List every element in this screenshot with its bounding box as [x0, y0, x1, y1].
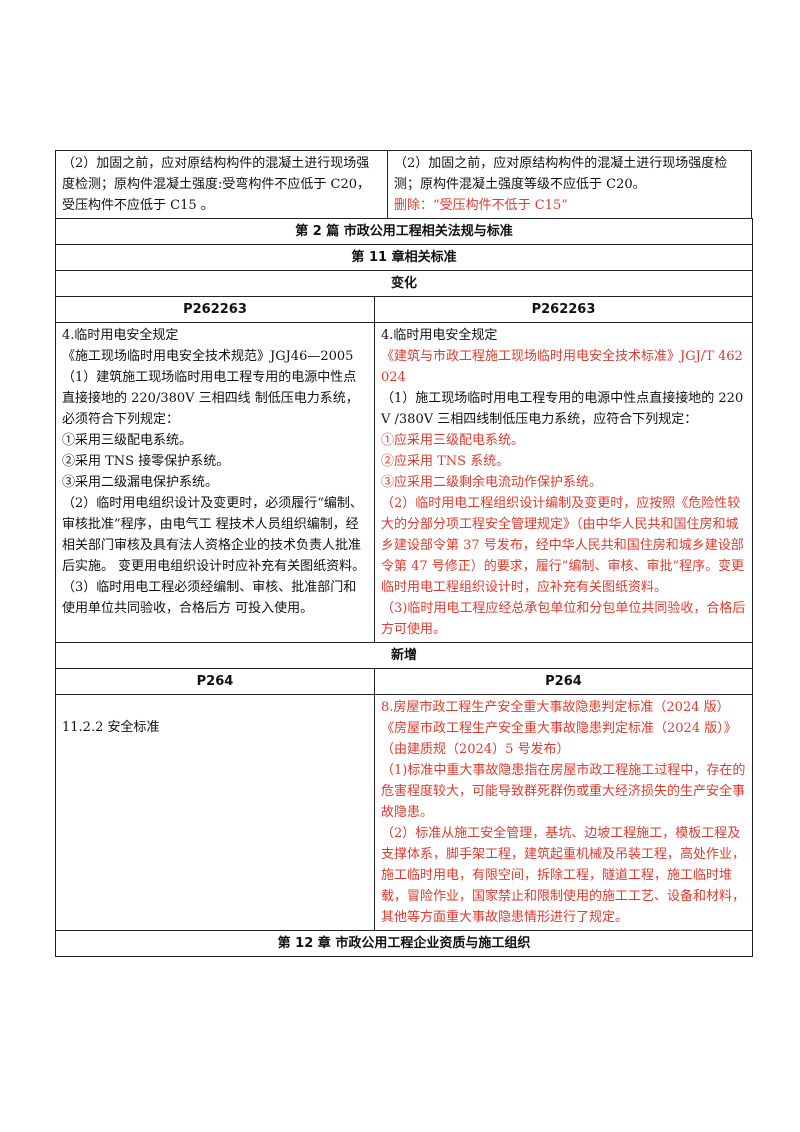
change-left-line: ②采用 TNS 接零保护系统。 [62, 454, 230, 469]
part-title: 第 2 篇 市政公用工程相关法规与标准 [55, 218, 753, 245]
page-ref-new-right: P264 [374, 668, 753, 695]
chapter-11-title: 第 11 章相关标准 [55, 244, 753, 271]
top-right-deleted-note: 删除：“受压构件不低于 C15” [394, 198, 568, 213]
new-right-line: 《房屋市政工程生产安全重大事故隐患判定标准（2024 版）》（由建质规（2024… [381, 721, 737, 757]
table-row: 新增 [55, 642, 753, 669]
change-left-line: （1）建筑施工现场临时用电工程专用的电源中性点直接接地的 220/380V 三相… [62, 370, 359, 427]
new-right-line: 8.房屋市政工程生产安全重大事故隐患判定标准（2024 版） [381, 700, 730, 715]
change-right-line: （2）临时用电工程组织设计编制及变更时，应按照《危险性较大的分部分项工程安全管理… [381, 496, 745, 595]
top-left-cell: （2）加固之前，应对原结构构件的混凝土进行现场强度检测；原构件混凝土强度:受弯构… [55, 150, 388, 219]
change-right-line: （3)临时用电工程应经总承包单位和分包单位共同验收，合格后方可使用。 [381, 601, 746, 637]
new-left-text: 11.2.2 安全标准 [62, 720, 160, 735]
table-row: 第 12 章 市政公用工程企业资质与施工组织 [55, 930, 753, 957]
change-right-line: ③应采用二级剩余电流动作保护系统。 [381, 475, 603, 490]
table-row: 4.临时用电安全规定 《施工现场临时用电安全技术规范》JGJ46—2005 （1… [55, 322, 753, 643]
page-ref-new-left: P264 [55, 668, 375, 695]
change-left-line: ③采用二级漏电保护系统。 [62, 475, 219, 490]
table-row: 变化 [55, 270, 753, 297]
table-row: P262263 P262263 [55, 296, 753, 323]
change-left-line: ①采用三级配电系统。 [62, 433, 193, 448]
change-right-line: 4.临时用电安全规定 [381, 328, 498, 343]
page-ref-change-right: P262263 [374, 296, 753, 323]
change-right-line: ②应采用 TNS 系统。 [381, 454, 510, 469]
change-right-line: ①应采用三级配电系统。 [381, 433, 525, 448]
new-right-line: （2）标准从施工安全管理，基坑、边坡工程施工，模板工程及支撑体系，脚手架工程，建… [381, 826, 746, 925]
top-right-text: （2）加固之前，应对原结构构件的混凝土进行现场强度检测；原构件混凝土强度等级不应… [394, 156, 728, 192]
change-section-label: 变化 [55, 270, 753, 297]
new-right-line: （1)标准中重大事故隐患指在房屋市政工程施工过程中，存在的危害程度较大，可能导致… [381, 763, 746, 820]
new-section-label: 新增 [55, 642, 753, 669]
document-page: （2）加固之前，应对原结构构件的混凝土进行现场强度检测；原构件混凝土强度:受弯构… [55, 150, 753, 957]
change-left-cell: 4.临时用电安全规定 《施工现场临时用电安全技术规范》JGJ46—2005 （1… [55, 322, 375, 643]
table-row: 第 11 章相关标准 [55, 244, 753, 271]
top-right-cell: （2）加固之前，应对原结构构件的混凝土进行现场强度检测；原构件混凝土强度等级不应… [387, 150, 752, 219]
table-row: 第 2 篇 市政公用工程相关法规与标准 [55, 218, 753, 245]
new-left-cell: 11.2.2 安全标准 [55, 694, 375, 931]
page-ref-change-left: P262263 [55, 296, 375, 323]
new-right-cell: 8.房屋市政工程生产安全重大事故隐患判定标准（2024 版） 《房屋市政工程生产… [374, 694, 753, 931]
change-right-line: （1）施工现场临时用电工程专用的电源中性点直接接地的 220V /380V 三相… [381, 391, 744, 427]
table-row: P264 P264 [55, 668, 753, 695]
change-left-line: （3）临时用电工程必须经编制、审核、批准部门和使用单位共同验收，合格后方 可投入… [62, 580, 357, 616]
table-row: （2）加固之前，应对原结构构件的混凝土进行现场强度检测；原构件混凝土强度:受弯构… [55, 150, 752, 219]
table-row: 11.2.2 安全标准 8.房屋市政工程生产安全重大事故隐患判定标准（2024 … [55, 694, 753, 931]
change-left-line: （2）临时用电组织设计及变更时，必须履行“编制、审核批准”程序，由电气工 程技术… [62, 496, 366, 574]
main-comparison-table: 第 2 篇 市政公用工程相关法规与标准 第 11 章相关标准 变化 P26226… [55, 218, 753, 957]
change-left-line: 4.临时用电安全规定 [62, 328, 179, 343]
change-right-line: 《建筑与市政工程施工现场临时用电安全技术标准》JGJ/T 462024 [381, 349, 743, 385]
chapter-12-title: 第 12 章 市政公用工程企业资质与施工组织 [55, 930, 753, 957]
top-comparison-table: （2）加固之前，应对原结构构件的混凝土进行现场强度检测；原构件混凝土强度:受弯构… [55, 150, 752, 219]
change-left-line: 《施工现场临时用电安全技术规范》JGJ46—2005 [62, 349, 354, 364]
change-right-cell: 4.临时用电安全规定 《建筑与市政工程施工现场临时用电安全技术标准》JGJ/T … [374, 322, 753, 643]
